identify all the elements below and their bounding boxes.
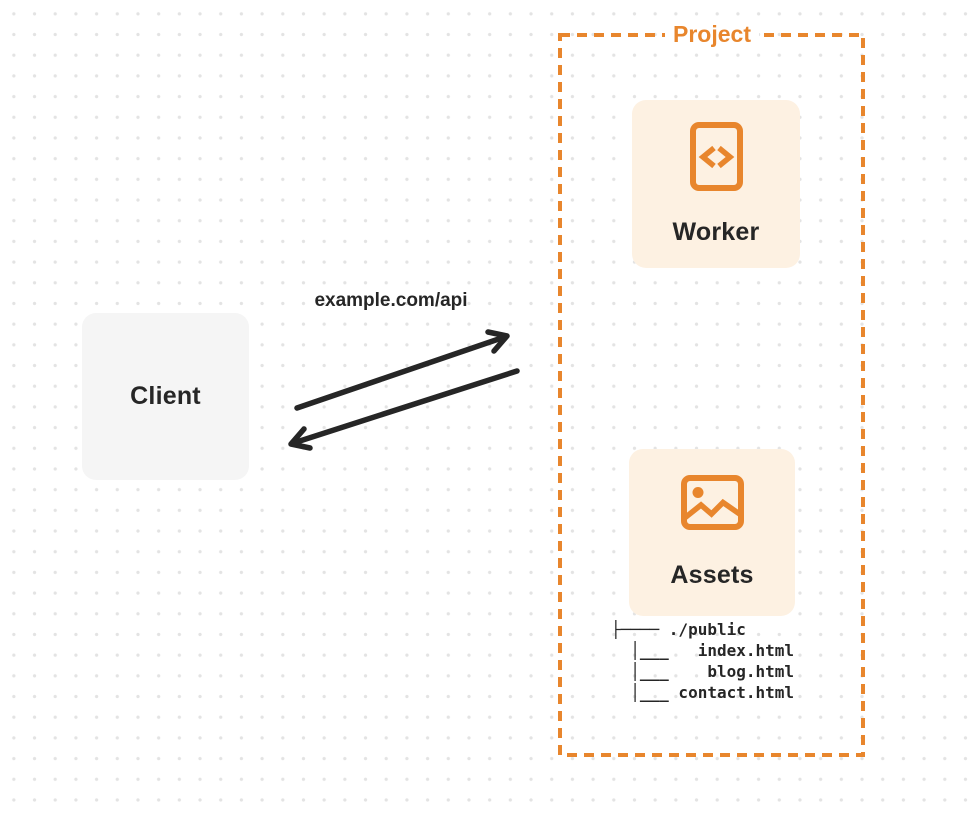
worker-label: Worker xyxy=(672,217,760,246)
client-node: Client xyxy=(82,313,249,480)
code-file-icon xyxy=(689,121,743,196)
image-icon xyxy=(680,475,744,535)
client-label: Client xyxy=(130,382,201,410)
assets-label: Assets xyxy=(670,561,754,589)
assets-node: Assets xyxy=(629,449,795,616)
worker-node: Worker xyxy=(632,100,800,268)
response-arrow xyxy=(288,368,520,451)
project-label: Project xyxy=(665,20,759,49)
project-dashed-border xyxy=(558,33,865,757)
file-tree: ├──── ./public │___ index.html │___ blog… xyxy=(611,620,795,702)
request-arrow xyxy=(294,329,510,411)
request-url-label: example.com/api xyxy=(314,290,468,311)
